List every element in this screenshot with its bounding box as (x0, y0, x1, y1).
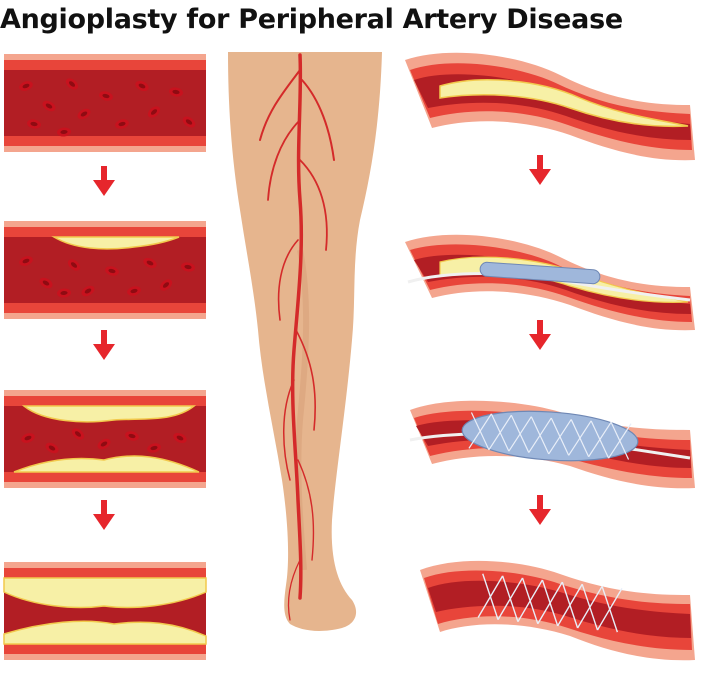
plaque-deposit (439, 79, 689, 128)
page-title: Angioplasty for Peripheral Artery Diseas… (0, 4, 623, 35)
deflated-balloon-stent (479, 261, 601, 285)
down-arrow-icon (93, 330, 115, 360)
moderate-plaque-artery (4, 390, 206, 488)
down-arrow-icon (529, 320, 551, 350)
narrowed-artery (405, 52, 695, 161)
plaque-deposit-bottom (13, 455, 200, 473)
balloon-inflated-artery (409, 400, 695, 489)
plaque-deposit-bottom (3, 620, 207, 645)
down-arrow-icon (93, 166, 115, 196)
stent-mesh (477, 573, 623, 633)
leg-arteries (259, 53, 335, 621)
leg-illustration (228, 52, 382, 631)
inflated-balloon (461, 410, 639, 462)
stent-mesh (468, 412, 632, 460)
down-arrow-icon (93, 500, 115, 530)
plaque-deposit (51, 236, 180, 250)
down-arrow-icon (529, 495, 551, 525)
mild-plaque-artery (4, 221, 206, 319)
plaque-deposit-top (21, 405, 197, 423)
severe-plaque-artery (3, 562, 207, 660)
healthy-artery (4, 54, 206, 152)
plaque-deposit-top (3, 577, 207, 609)
down-arrow-icon (529, 155, 551, 185)
stent-in-place-artery (420, 560, 695, 661)
catheter-inserted-artery (405, 234, 695, 331)
